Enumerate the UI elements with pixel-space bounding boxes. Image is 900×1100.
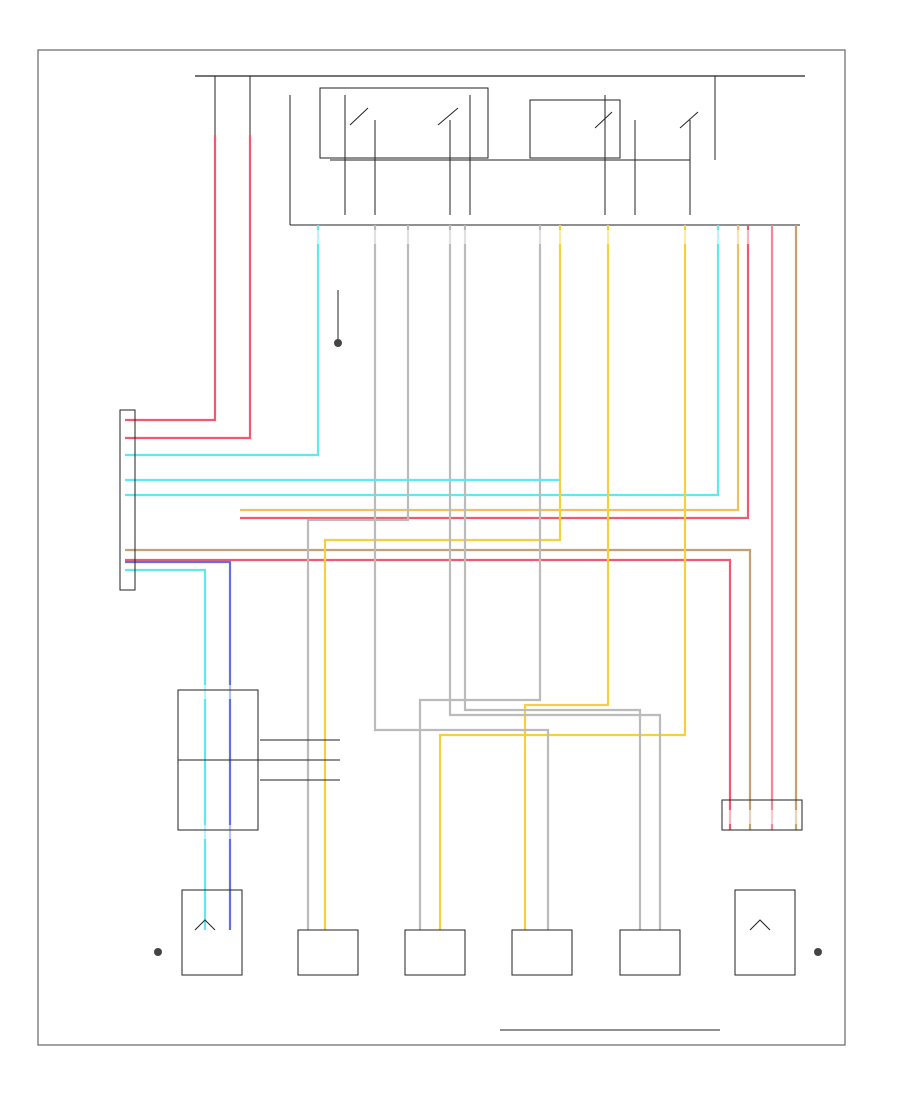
- wire-red-1: [125, 135, 217, 422]
- actuator-driver-door: [404, 929, 466, 976]
- power-bus: [195, 75, 805, 160]
- ground-symbol: [154, 948, 162, 956]
- connector-row: [175, 230, 805, 839]
- diagram-frame: [37, 49, 846, 1046]
- control-module: [119, 409, 136, 591]
- switch-block: [289, 87, 800, 226]
- actuator-front-lock-1: [297, 929, 359, 976]
- ground-symbol: [814, 948, 822, 956]
- wire-gray-2: [448, 225, 662, 930]
- actuator-right-rear: [619, 929, 681, 976]
- wire-cyan-2: [125, 225, 720, 497]
- wire-yellow-3: [438, 225, 687, 930]
- junction-box: [177, 689, 340, 831]
- wire-gray-1: [373, 225, 550, 930]
- wire-blue-1: [125, 560, 232, 930]
- wire-yellow-1: [323, 225, 562, 930]
- wire-gray-4: [306, 225, 410, 930]
- wire-gray-5: [418, 225, 542, 930]
- wire-brown-2: [125, 548, 752, 830]
- junction-box: [721, 799, 803, 831]
- actuator-passenger-front: [181, 889, 243, 976]
- actuator-left-rear: [511, 929, 573, 976]
- wire-cyan-3: [125, 568, 207, 930]
- ground-symbol: [334, 290, 342, 347]
- wire-cyan-1: [125, 225, 320, 457]
- wire-red-4: [125, 558, 732, 830]
- actuator-driver-front: [734, 889, 796, 976]
- wire-harness: [125, 135, 798, 930]
- wire-red-3: [240, 225, 750, 520]
- wire-yellow-2: [523, 225, 610, 930]
- wire-orange-1: [240, 225, 740, 512]
- wire-red-2: [125, 135, 252, 440]
- wire-gray-3: [463, 225, 642, 930]
